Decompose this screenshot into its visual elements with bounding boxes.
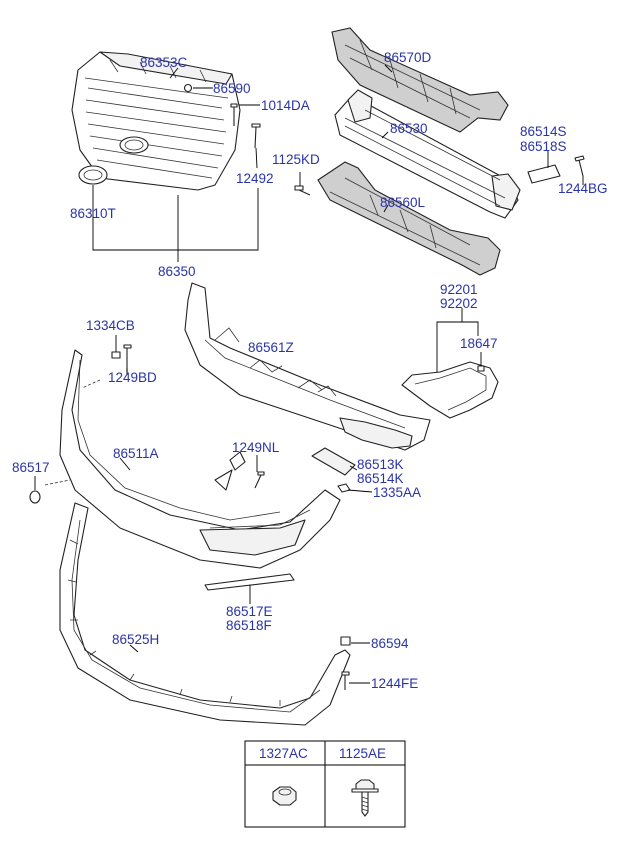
label-86517e: 86517E (226, 604, 273, 619)
label-86350: 86350 (158, 264, 196, 279)
upper-absorber-mesh (331, 27, 509, 133)
beam-leaders (299, 64, 584, 213)
label-1014da: 1014DA (261, 98, 310, 113)
front-bumper-cover (59, 349, 341, 569)
label-12492: 12492 (236, 171, 274, 186)
trim-strip (204, 573, 295, 604)
label-86514s: 86514S (520, 124, 567, 139)
label-86518s: 86518S (520, 139, 567, 154)
lower-bumper (59, 502, 351, 726)
grille-leaders (92, 67, 260, 262)
label-86511a: 86511A (113, 446, 159, 461)
label-86517: 86517 (12, 460, 50, 475)
label-86525h: 86525H (112, 632, 159, 647)
label-86560l: 86560L (380, 195, 426, 210)
label-1249bd: 1249BD (108, 370, 157, 385)
label-92201: 92201 (440, 282, 478, 297)
side-bracket (311, 447, 373, 493)
bolt-1125kd (294, 185, 311, 196)
part-labels: 86353C 86590 1014DA 12492 86310T 86350 8… (12, 50, 608, 691)
label-1335aa: 1335AA (373, 485, 421, 500)
label-1244bg: 1244BG (558, 181, 608, 196)
label-86570d: 86570D (384, 50, 432, 65)
table-header-1327ac: 1327AC (259, 746, 308, 761)
bolt-icon (351, 779, 379, 817)
label-86518f: 86518F (226, 618, 272, 633)
label-1249nl: 1249NL (232, 440, 280, 455)
label-86530: 86530 (390, 121, 428, 136)
label-86513k: 86513K (357, 457, 404, 472)
label-92202: 92202 (440, 296, 478, 311)
lower-absorber-mesh (317, 161, 501, 276)
grille-fasteners (183, 83, 261, 149)
emblem (78, 165, 108, 185)
clips-left (29, 344, 265, 504)
label-1334cb: 1334CB (86, 318, 135, 333)
label-1244fe: 1244FE (371, 676, 418, 691)
lower-fasteners (129, 636, 370, 690)
label-86353c: 86353C (140, 55, 188, 70)
upper-bumper-cover (184, 282, 431, 451)
bracket-set (527, 155, 585, 184)
table-header-1125ae: 1125AE (339, 746, 386, 761)
label-86561z: 86561Z (248, 340, 294, 355)
bumper-leaders (34, 335, 258, 490)
nut-icon (272, 786, 297, 806)
label-18647: 18647 (460, 336, 498, 351)
bumper-beam (334, 89, 521, 219)
label-86514k: 86514K (357, 471, 404, 486)
fastener-table: 1327AC 1125AE (244, 740, 406, 828)
label-86590: 86590 (213, 81, 251, 96)
radiator-grille (71, 51, 241, 191)
label-86310t: 86310T (70, 206, 116, 221)
fog-lamp-leaders (436, 308, 482, 372)
label-86594: 86594 (371, 636, 409, 651)
fog-lamp (401, 361, 499, 419)
label-1125kd: 1125KD (272, 152, 320, 167)
